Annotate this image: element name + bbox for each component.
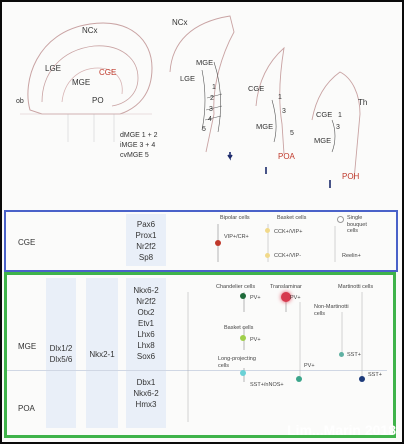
label-num-4: 4	[208, 116, 212, 123]
long-projecting-title: Long-projecting cells	[218, 356, 256, 369]
coronal3-outline	[311, 71, 361, 181]
label-lge-coronal1: LGE	[180, 74, 196, 83]
legend-imge: iMGE 3 + 4	[120, 142, 156, 149]
non-martinotti-title: Non-Martinotti cells	[314, 304, 349, 317]
cge-basket-marker-2: CCK+/VIP-	[274, 253, 302, 259]
cge-bipolar-title: Bipolar cells	[220, 215, 250, 221]
label-ob: ob	[16, 98, 24, 105]
region-poa: POA	[18, 404, 35, 413]
sagittal-inner	[41, 45, 139, 107]
label-num-5b: 5	[290, 130, 294, 137]
pv-low-marker: PV+	[304, 363, 315, 369]
cge-basket-cell-dot-1	[265, 228, 270, 233]
pv-cell-dot	[296, 376, 302, 382]
label-num-1c: 1	[338, 112, 342, 119]
label-th: Th	[358, 98, 368, 107]
label-cge-sagittal: CGE	[99, 68, 117, 77]
label-num-3b: 3	[282, 108, 286, 115]
label-cge-coronal3: CGE	[316, 110, 333, 119]
legend-cvmge: cvMGE 5	[120, 152, 149, 159]
coronal2-outline	[255, 46, 285, 155]
chandelier-cell-dot	[240, 293, 246, 299]
cge-bipolar-marker: VIP+/CR+	[224, 234, 249, 240]
mge-gene-nkx62: Nkx6-2	[133, 286, 159, 295]
cge-reelin: Reelin+	[342, 253, 361, 259]
mge-gene-etv1: Etv1	[137, 319, 154, 328]
long-projecting-cell-dot	[240, 370, 246, 376]
label-poh: POH	[342, 172, 360, 181]
label-lge-sagittal: LGE	[45, 64, 62, 73]
coronal1-outline	[169, 15, 235, 153]
poa-gene-nkx62: Nkx6-2	[133, 389, 159, 398]
cge-basket-cell-dot-2	[265, 253, 270, 258]
mge-gene-nr2f2: Nr2f2	[136, 297, 156, 306]
label-mge-coronal1: MGE	[196, 58, 214, 67]
cge-bipolar-cell-dot	[215, 240, 221, 246]
gene-dlx12: Dlx1/2	[49, 344, 73, 353]
label-num-2: 2	[210, 95, 214, 102]
chandelier-title: Chandelier cells	[216, 284, 256, 290]
chandelier-marker: PV+	[250, 295, 261, 301]
martinotti-cell-dot	[359, 376, 365, 382]
band-dlx	[46, 278, 76, 428]
label-cge-coronal2: CGE	[248, 84, 265, 93]
mge-gene-sox6: Sox6	[136, 352, 156, 361]
band-nkx21	[86, 278, 118, 428]
band-mge-genes	[126, 278, 166, 428]
martinotti-title: Martinotti cells	[338, 284, 374, 290]
label-num-3: 3	[209, 106, 213, 113]
non-martinotti-marker: SST+	[347, 352, 361, 358]
mge-gene-lhx8: Lhx8	[137, 341, 155, 350]
basket-marker: PV+	[250, 337, 261, 343]
cge-gene-band	[126, 214, 166, 266]
cge-basket-marker-1: CCK+/VIP+	[274, 229, 303, 235]
cge-gene-nr2f2: Nr2f2	[136, 242, 156, 251]
mge-gene-otx2: Otx2	[137, 308, 155, 317]
label-num-3c: 3	[336, 124, 340, 131]
long-projecting-marker: SST+/nNOS+	[250, 382, 284, 388]
label-mge-sagittal: MGE	[72, 78, 91, 87]
label-mge-coronal2: MGE	[256, 122, 274, 131]
translaminar-title: Translaminar	[270, 284, 302, 290]
translaminar-marker: PV+	[290, 295, 301, 301]
label-num-5: 5	[202, 126, 206, 133]
label-ncx-coronal1: NCx	[172, 18, 188, 27]
martinotti-marker: SST+	[368, 372, 382, 378]
cge-single-bouquet-title: Single bouquet cells	[347, 215, 367, 234]
cge-basket-title: Basket cells	[277, 215, 307, 221]
gene-dlx56: Dlx5/6	[49, 355, 73, 364]
label-num-1b: 1	[278, 94, 282, 101]
label-po-sagittal: PO	[92, 96, 104, 105]
legend-dmge: dMGE 1 + 2	[120, 132, 158, 139]
basket-cell-dot	[240, 335, 246, 341]
label-ncx-sagittal: NCx	[82, 26, 98, 35]
mge-gene-lhx6: Lhx6	[137, 330, 155, 339]
cge-panel	[4, 210, 398, 272]
poa-gene-dbx1: Dbx1	[136, 378, 156, 387]
gene-nkx21: Nkx2-1	[89, 350, 115, 359]
translaminar-cell-dot	[281, 292, 291, 302]
poa-gene-hmx3: Hmx3	[135, 400, 157, 409]
sagittal-eminence	[61, 67, 123, 103]
mge-poa-divider	[7, 370, 387, 371]
region-cge: CGE	[18, 238, 36, 247]
label-num-1: 1	[212, 84, 216, 91]
cge-gene-pax6: Pax6	[136, 220, 156, 229]
label-mge-coronal3: MGE	[314, 136, 332, 145]
non-martinotti-cell-dot	[339, 352, 344, 357]
region-mge: MGE	[18, 342, 37, 351]
cge-gene-sp8: Sp8	[138, 253, 154, 262]
sagittal-outline	[27, 22, 153, 115]
cge-single-bouquet-dot	[337, 216, 344, 223]
coronal1-mge	[201, 69, 206, 131]
brain-drawings	[20, 15, 361, 188]
arrow-1	[227, 152, 233, 161]
basket-title: Basket cells	[224, 325, 254, 331]
cge-gene-prox1: Prox1	[135, 231, 157, 240]
label-poa-coronal2: POA	[278, 152, 295, 161]
credit-citation: Lim...Marin 2018	[287, 422, 396, 438]
